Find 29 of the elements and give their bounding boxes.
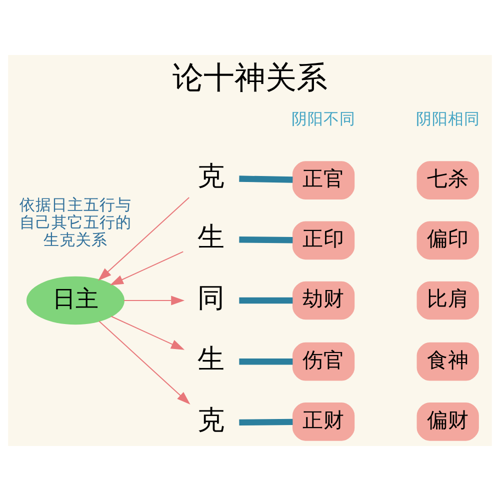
node-box: 偏印 [416,221,479,260]
node-text: 克 [198,160,225,192]
node-box: 劫财 [292,281,355,320]
connector [239,176,293,183]
node-box: 偏财 [416,402,479,441]
arrow [98,197,190,281]
node-text: 同 [198,283,225,314]
connector [239,418,293,426]
node-text: 克 [198,405,225,436]
arrow [98,320,190,405]
node-box: 比肩 [416,281,479,320]
node-box: 正印 [292,221,355,260]
node-text: 生 [198,222,225,253]
connector [239,297,293,304]
node-box: 伤官 [292,342,355,381]
label: 阴阳相同 [416,110,480,128]
arrow [111,316,185,350]
node-box: 正官 [292,161,355,200]
diagram-title: 论十神关系 [172,60,328,96]
node-box: 食神 [416,342,479,381]
arrow [110,251,184,286]
label: 依据日主五行与自己其它五行的生克关系 [19,196,132,250]
node-box: 七杀 [416,161,479,200]
node-box: 正财 [292,402,355,441]
arrow [124,296,185,306]
node-text: 生 [198,344,225,376]
label: 阴阳不同 [292,110,356,128]
connector [239,236,293,244]
connector [239,358,293,365]
